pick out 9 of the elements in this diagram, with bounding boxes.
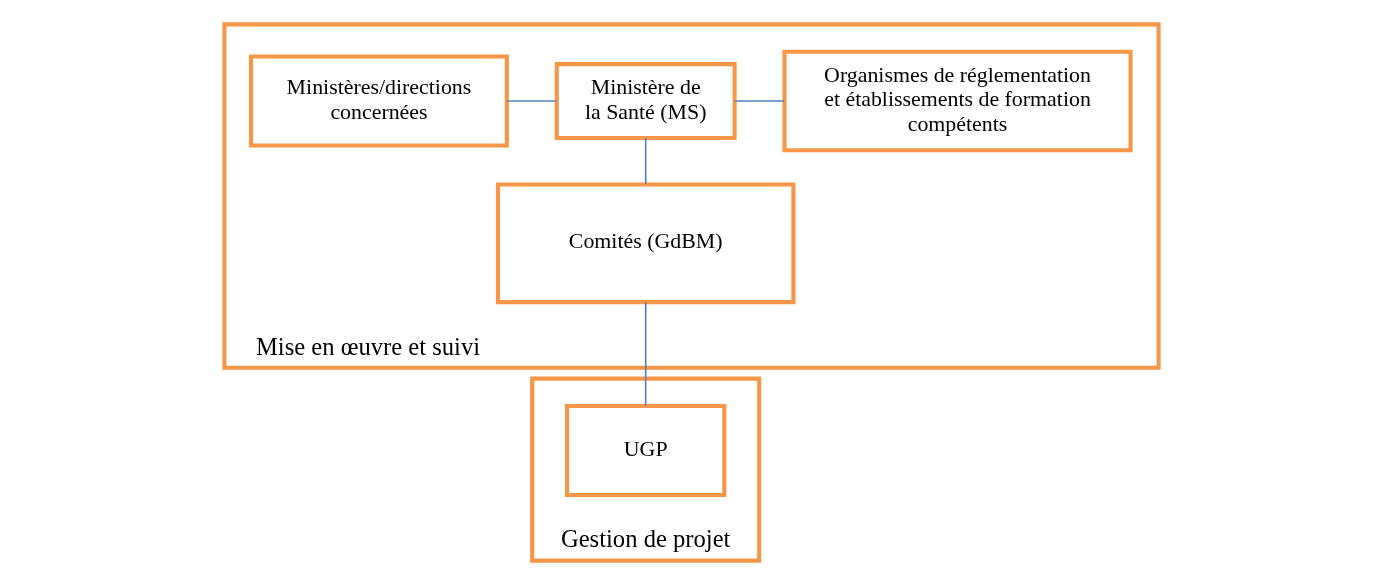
node-box: Comités (GdBM)	[495, 182, 796, 305]
connector	[506, 100, 558, 102]
connector	[644, 137, 647, 185]
node-box: Organismes de réglementation et établissements de formation compétents	[782, 49, 1133, 153]
node-box: Ministères/directions concernées	[249, 54, 509, 148]
connector	[644, 301, 647, 407]
node-box: UGP	[565, 403, 727, 497]
node-box: Ministère de la Santé (MS)	[554, 62, 737, 140]
connector	[733, 100, 786, 102]
